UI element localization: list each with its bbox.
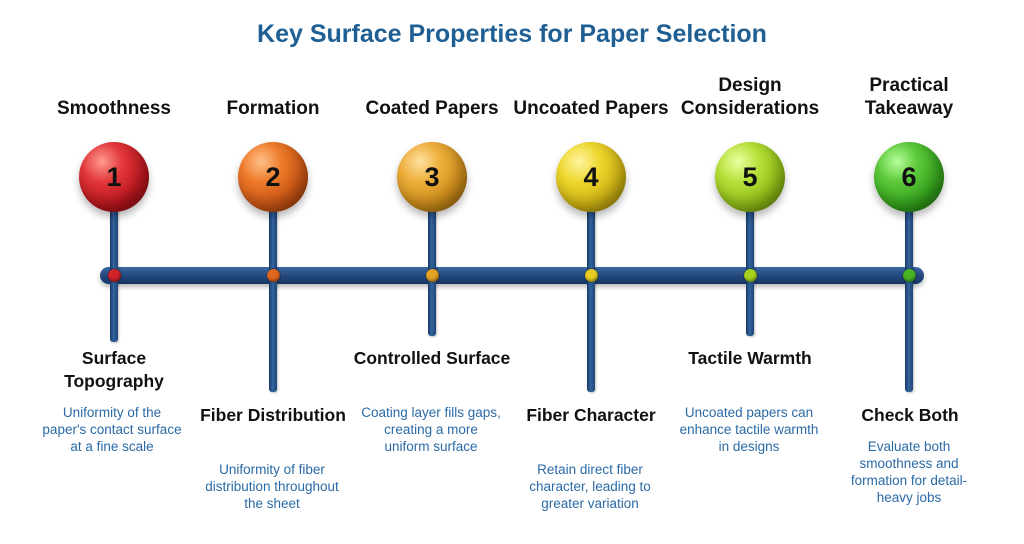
step-6-description: Evaluate both smoothness and formation f…	[850, 439, 968, 505]
step-5-description: Uncoated papers can enhance tactile warm…	[679, 405, 819, 454]
step-5-number: 5	[742, 161, 758, 192]
step-2-heading: Formation	[226, 98, 320, 119]
diagram-title: Key Surface Properties for Paper Selecti…	[257, 20, 767, 48]
step-2-description: Uniformity of fiber distribution through…	[205, 462, 339, 511]
step-1-number: 1	[106, 161, 122, 192]
step-2-stem	[269, 200, 277, 392]
step-3-heading: Coated Papers	[365, 98, 499, 119]
step-6-number: 6	[901, 161, 917, 192]
step-4-number: 4	[583, 161, 599, 192]
step-1-lower-stem	[110, 280, 118, 342]
step-3-description: Coating layer fills gaps, creating a mor…	[361, 405, 501, 454]
step-1-stem	[110, 200, 118, 280]
step-3-subheading: Controlled Surface	[353, 348, 511, 368]
step-1-joint	[107, 269, 121, 282]
step-5-stem	[746, 200, 754, 336]
step-4-subheading: Fiber Character	[526, 405, 656, 425]
step-3-stem	[428, 200, 436, 336]
step-6-heading: Practical Takeaway	[864, 75, 954, 119]
step-1-subheading: Surface Topography	[64, 348, 164, 391]
step-4-joint	[584, 269, 598, 282]
step-3-number: 3	[424, 161, 440, 192]
step-6-ball: 6	[874, 142, 944, 212]
step-1-ball: 1	[79, 142, 149, 212]
step-2-number: 2	[265, 161, 281, 192]
step-4-heading: Uncoated Papers	[513, 98, 669, 119]
step-3-joint	[425, 269, 439, 282]
timeline-bar	[100, 267, 924, 284]
step-3-ball: 3	[397, 142, 467, 212]
step-4-stem	[587, 200, 595, 392]
step-5-heading: Design Considerations	[680, 75, 820, 119]
step-6-joint	[902, 269, 916, 282]
step-6-stem	[905, 200, 913, 392]
step-1-description: Uniformity of the paper's contact surfac…	[42, 405, 182, 454]
step-4-ball: 4	[556, 142, 626, 212]
step-5-joint	[743, 269, 757, 282]
step-5-ball: 5	[715, 142, 785, 212]
step-2-ball: 2	[238, 142, 308, 212]
step-5-subheading: Tactile Warmth	[688, 348, 812, 368]
step-2-joint	[266, 269, 280, 282]
step-4-description: Retain direct fiber character, leading t…	[529, 462, 651, 511]
step-1-heading: Smoothness	[56, 98, 172, 119]
step-2-subheading: Fiber Distribution	[200, 405, 346, 425]
step-6-subheading: Check Both	[861, 405, 959, 425]
